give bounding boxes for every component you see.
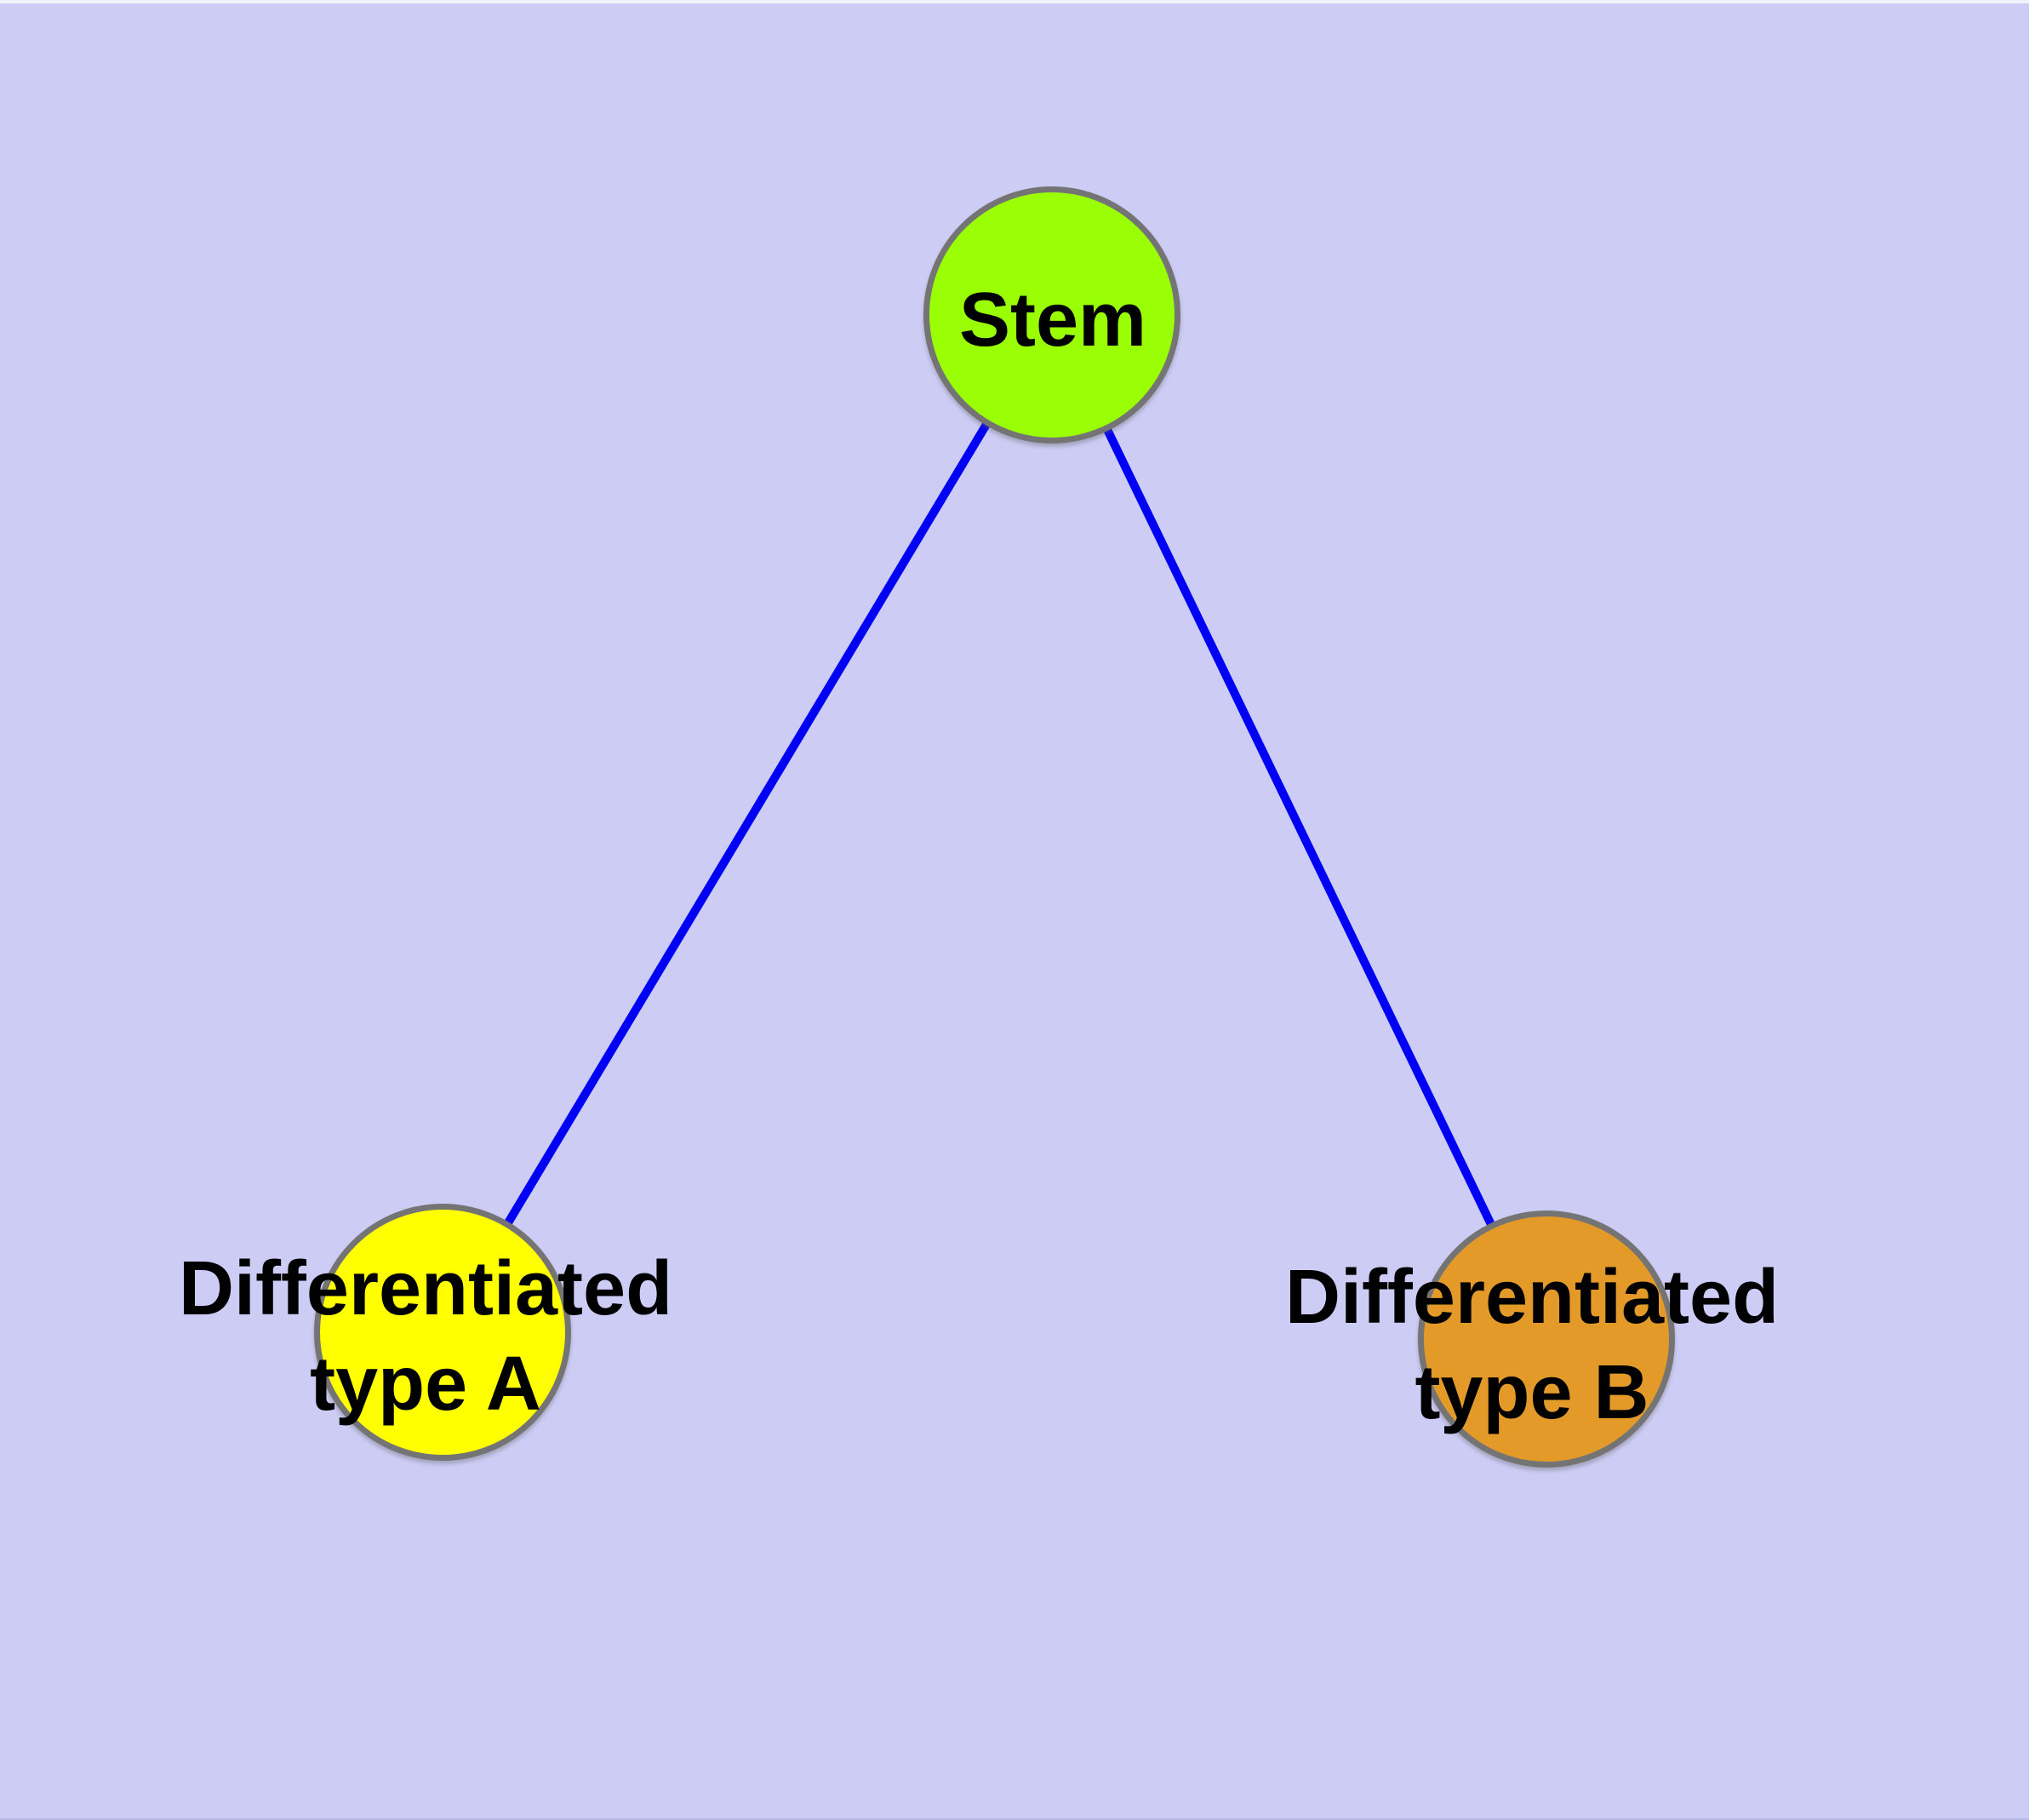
node-differentiated-type-b-circle	[1418, 1210, 1675, 1468]
node-stem-circle	[923, 186, 1180, 444]
canvas-bottom-edge	[0, 1818, 2029, 1820]
node-stem-label: Stem	[958, 278, 1147, 363]
edge-stem-to-type-b	[1048, 312, 1551, 1342]
node-differentiated-type-a-circle	[314, 1204, 571, 1461]
node-type-b-label-line-1: Differentiated	[1284, 1255, 1780, 1340]
node-type-b-label: Differentiated type B	[1285, 1250, 1779, 1440]
node-type-a-label-line-2: type A	[310, 1342, 541, 1427]
edge-stem-to-type-a	[438, 312, 1056, 1335]
node-type-b-label-line-2: type B	[1415, 1350, 1649, 1435]
node-type-a-label: Differentiated type A	[179, 1241, 672, 1432]
canvas-top-edge	[0, 0, 2029, 3]
node-type-a-label-line-1: Differentiated	[178, 1246, 673, 1331]
